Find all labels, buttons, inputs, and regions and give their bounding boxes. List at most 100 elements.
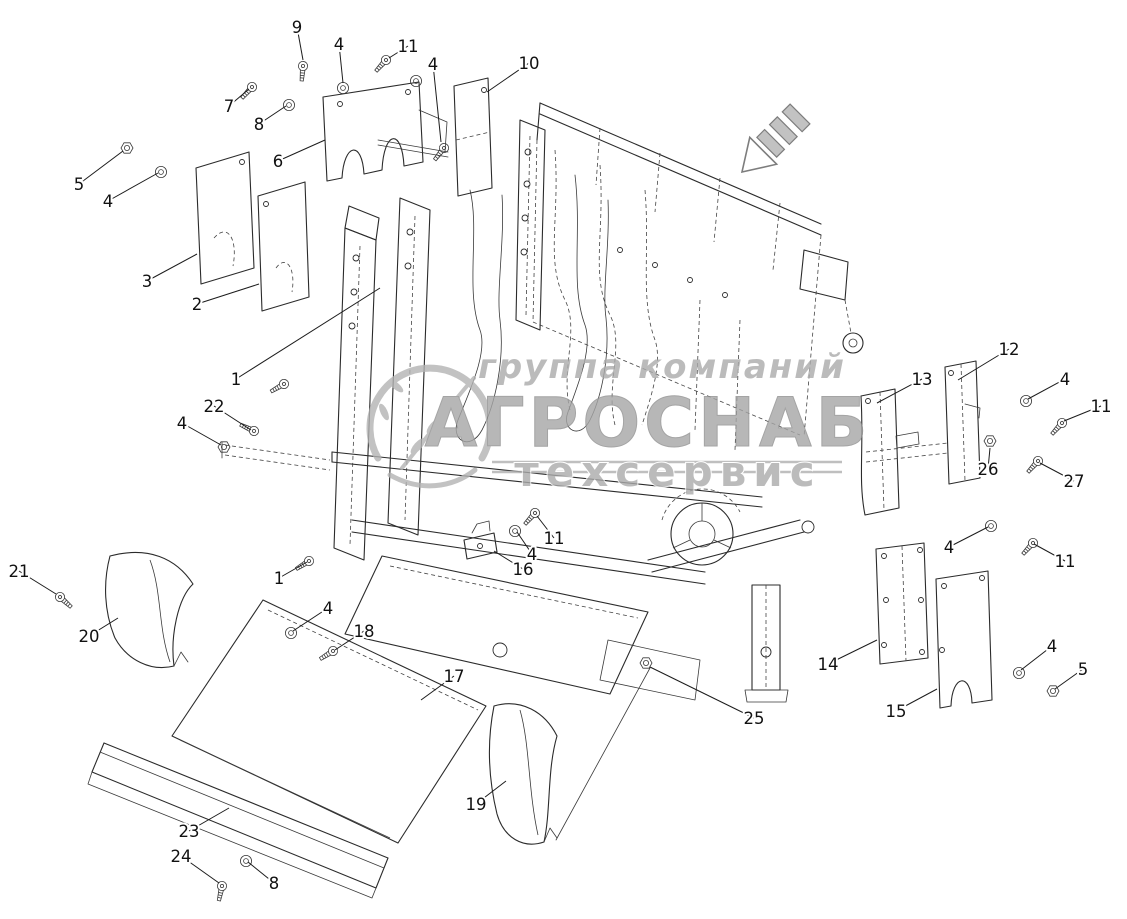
- callout-leader-line: [78, 150, 124, 185]
- callout-number: 4: [527, 545, 538, 564]
- callout-number: 4: [944, 538, 955, 557]
- callout-leader-line: [536, 515, 555, 539]
- callout-number: 5: [74, 175, 85, 194]
- panel-15: [935, 570, 993, 709]
- callout-number: 24: [171, 847, 192, 866]
- callout-number: 7: [224, 97, 235, 116]
- callout-number: 15: [886, 702, 907, 721]
- frame-curved-dividers: [455, 149, 658, 443]
- callout-leader-line: [338, 43, 344, 84]
- callout-number: 11: [1055, 552, 1076, 571]
- callout-leader-line: [486, 62, 530, 93]
- pulley-wheel: [661, 488, 741, 566]
- callout-leader-line: [493, 550, 524, 570]
- panel-6: [322, 81, 449, 182]
- callout-leader-line: [432, 63, 442, 143]
- callout-leader-line: [1033, 543, 1066, 562]
- callout-number: 20: [79, 627, 100, 646]
- frame-left-mount-column: [515, 119, 546, 331]
- callout-number: 11: [398, 37, 419, 56]
- panel-2: [257, 181, 310, 312]
- callout-number: 26: [978, 460, 999, 479]
- direction-arrow-icon: [740, 103, 811, 174]
- callout-number: 3: [142, 272, 153, 291]
- callout-leader-line: [649, 666, 755, 719]
- panel-10: [453, 77, 493, 197]
- frame-top-rail: [532, 102, 822, 438]
- callout-number: 1: [231, 370, 242, 389]
- callout-leader-line: [213, 405, 252, 431]
- watermark: группа компаний АГРОСНАБ техсервис: [366, 347, 872, 497]
- callout-leader-line: [188, 807, 230, 832]
- frame-mid-rails: [221, 441, 763, 585]
- callout-number: 8: [254, 115, 265, 134]
- callout-number: 4: [177, 414, 188, 433]
- callout-leader-line: [292, 607, 329, 632]
- callout-leader-line: [107, 172, 159, 202]
- callout-leader-line: [247, 861, 275, 884]
- callout-leader-line: [258, 105, 287, 125]
- callout-leader-line: [1020, 645, 1053, 671]
- callout-number: 23: [179, 822, 200, 841]
- callout-leader-line: [235, 287, 381, 380]
- bracket-16: [463, 520, 498, 560]
- frame-upper-right-support: [694, 249, 864, 451]
- callout-leader-line: [1063, 405, 1102, 422]
- callout-number: 4: [1047, 637, 1058, 656]
- callout-leader-line: [296, 26, 304, 61]
- callout-number: 18: [354, 622, 375, 641]
- callout-number: 9: [292, 18, 303, 37]
- callout-leader-line: [1039, 462, 1075, 482]
- callout-leader-line: [196, 283, 260, 305]
- callout-leader-line: [181, 422, 222, 446]
- watermark-line3: техсервис: [514, 447, 821, 496]
- callout-leader-line: [876, 378, 923, 404]
- callout-leader-line: [18, 570, 57, 595]
- callout-number: 6: [273, 152, 284, 171]
- callout-leader-line: [180, 855, 220, 884]
- callout-leader-line: [277, 139, 326, 162]
- callout-number: 17: [444, 667, 465, 686]
- callout-leader-line: [987, 447, 991, 470]
- frame-front-column-a: [333, 205, 380, 561]
- callout-leader-line: [475, 780, 507, 805]
- callout-leader-line: [1054, 668, 1084, 690]
- callout-number: 16: [513, 560, 534, 579]
- callout-number: 8: [269, 874, 280, 893]
- callout-leader-line: [88, 617, 119, 637]
- callout-number: 19: [466, 795, 487, 814]
- callout-number: 4: [103, 192, 114, 211]
- callout-number: 21: [9, 562, 30, 581]
- callout-number: 22: [204, 397, 225, 416]
- callout-number: 13: [912, 370, 933, 389]
- machine-line-art: [87, 77, 993, 899]
- callout-number: 4: [323, 599, 334, 618]
- callout-leader-line: [516, 531, 533, 555]
- panel-12: [944, 360, 981, 485]
- callout-leader-line: [420, 675, 455, 701]
- panel-17: [171, 599, 487, 844]
- callout-leader-line: [1027, 378, 1066, 400]
- panel-3: [195, 151, 255, 285]
- callout-number: 4: [428, 55, 439, 74]
- callout-number: 12: [999, 340, 1020, 359]
- cover-19: [488, 703, 558, 845]
- watermark-line2: АГРОСНАБ: [425, 384, 872, 463]
- panel-14: [875, 542, 929, 665]
- callout-number: 5: [1078, 660, 1089, 679]
- panel-13: [860, 388, 949, 516]
- laurel-wreath-icon: [366, 364, 494, 489]
- watermark-line1: группа компаний: [478, 347, 846, 387]
- callout-leader-line: [278, 561, 308, 579]
- callout-leader-line: [388, 45, 409, 59]
- callout-number: 27: [1064, 472, 1085, 491]
- cover-20: [105, 552, 194, 668]
- callout-leader-line: [146, 253, 198, 282]
- frame-bottom-deck: [344, 519, 815, 841]
- callout-number: 25: [744, 709, 765, 728]
- callout-number: 10: [519, 54, 540, 73]
